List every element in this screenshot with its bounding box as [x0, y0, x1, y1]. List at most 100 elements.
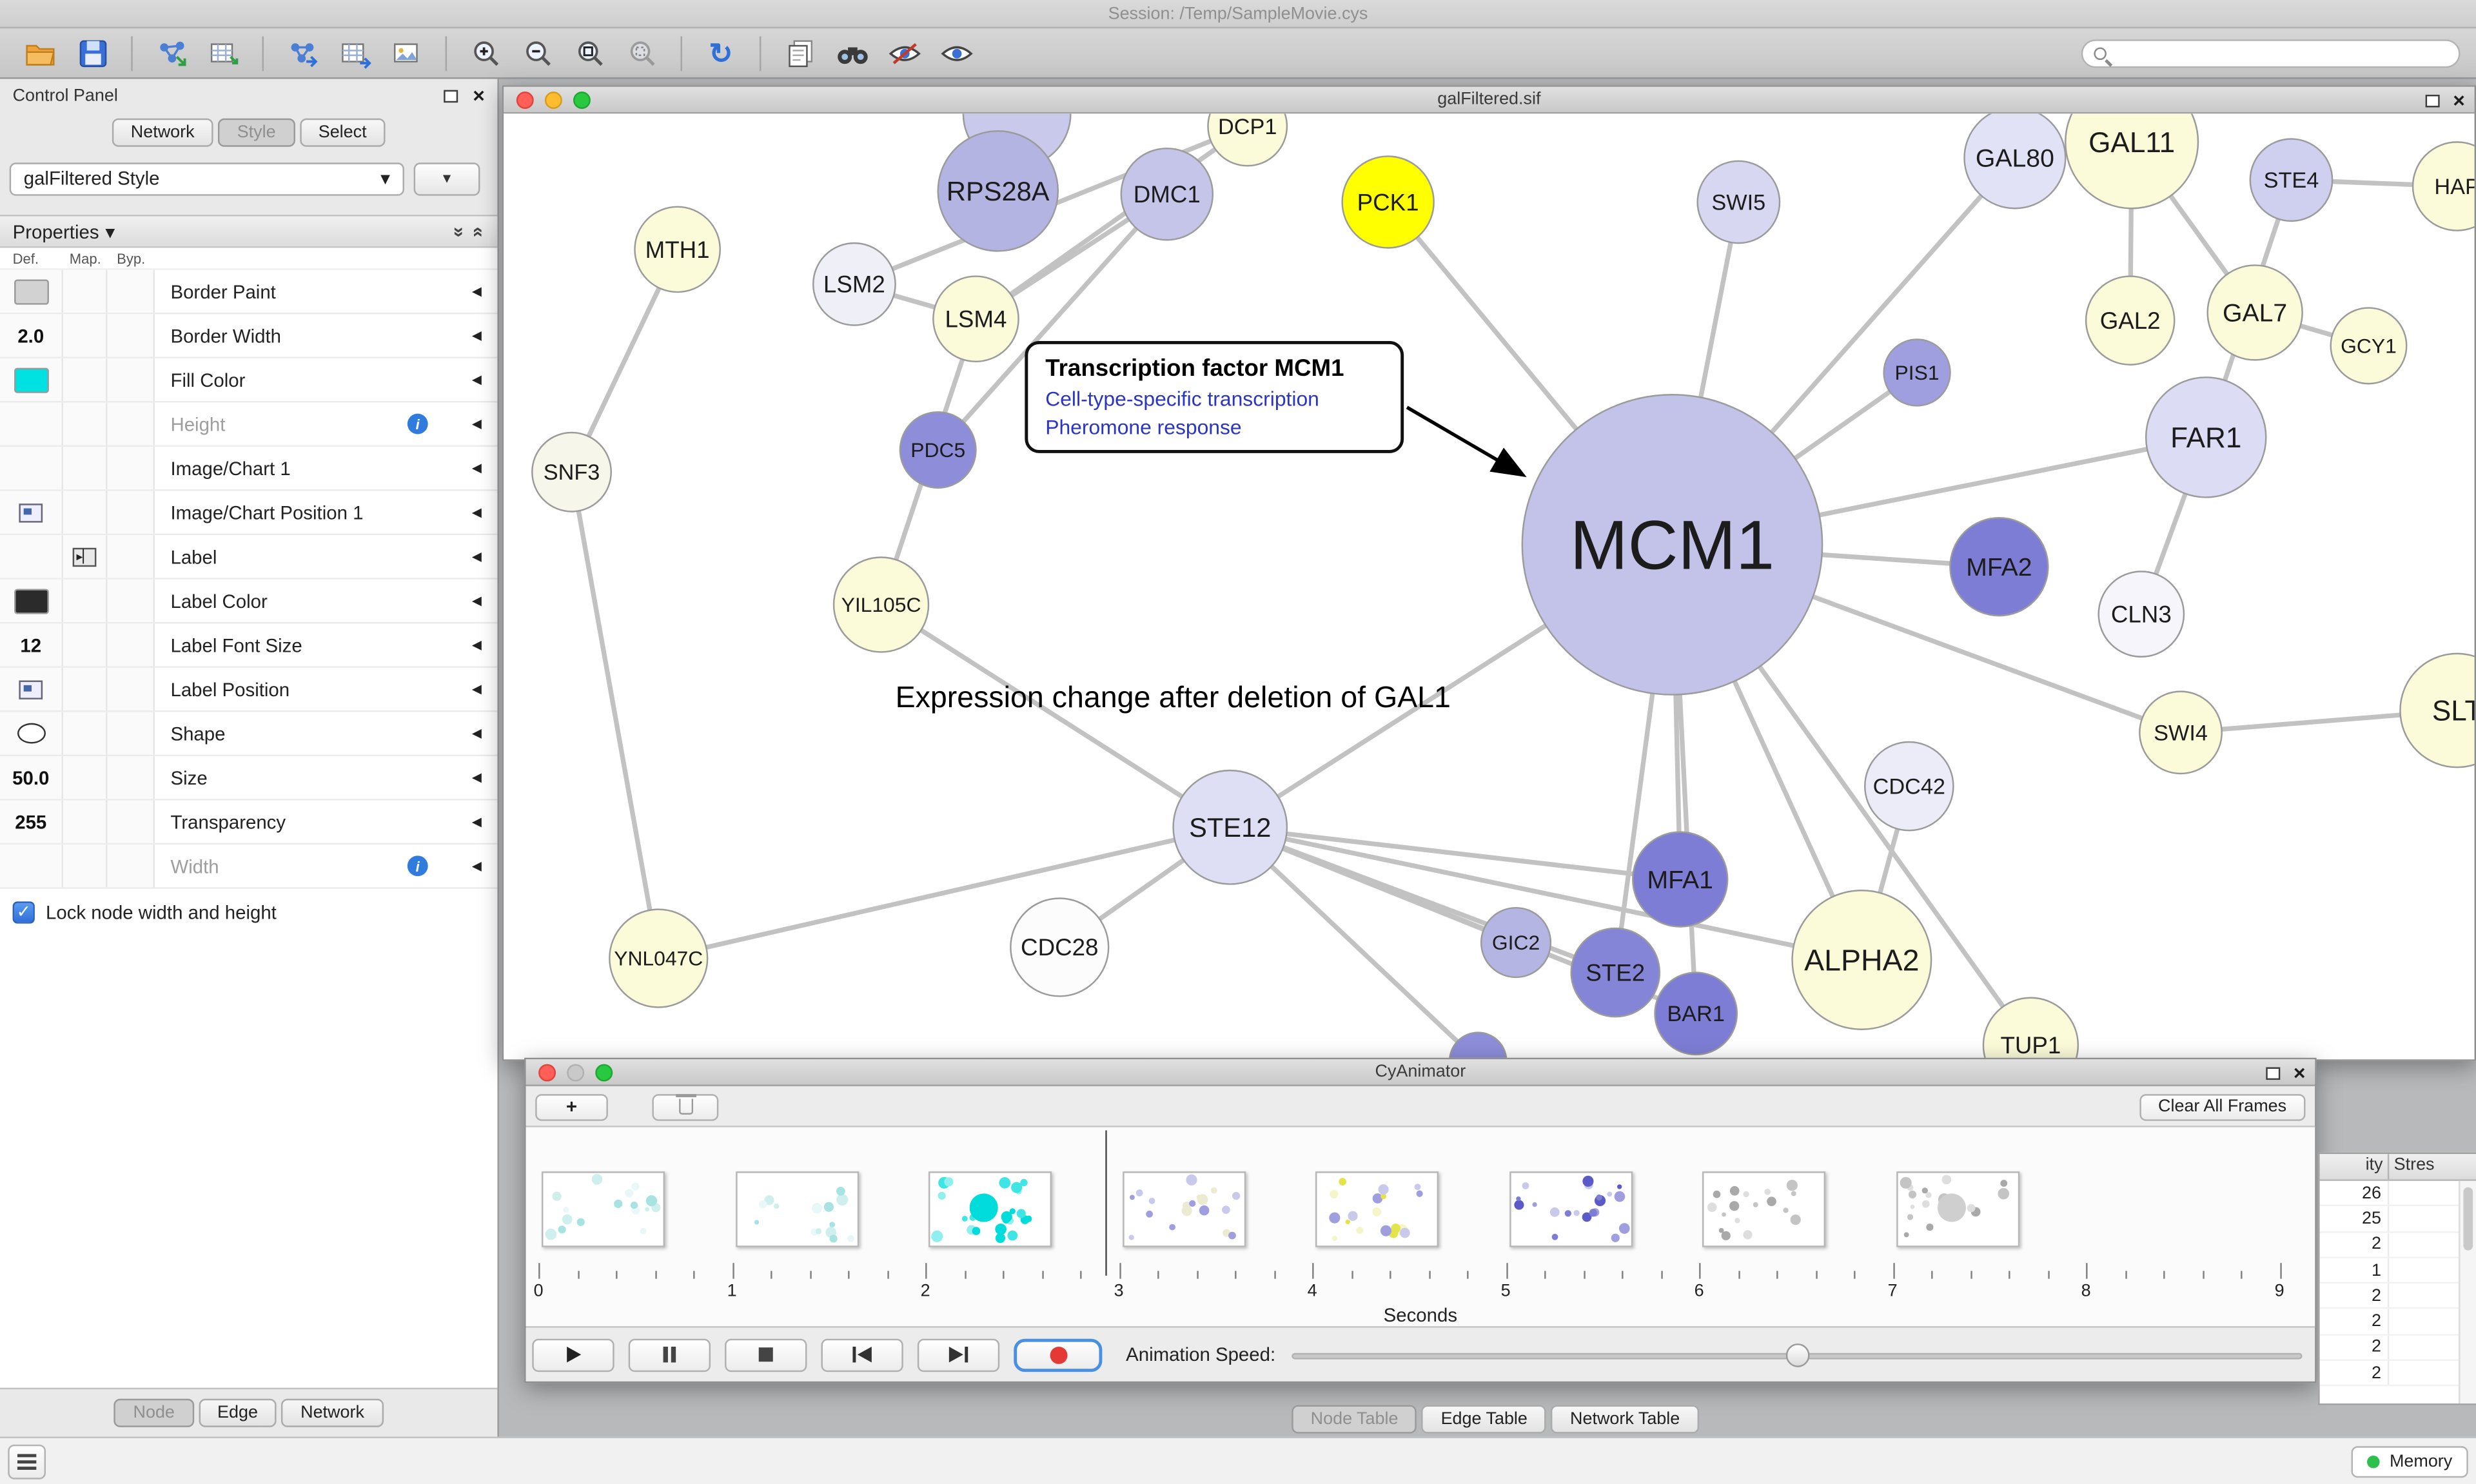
- export-image-button[interactable]: [382, 32, 431, 74]
- table-row[interactable]: 25: [2319, 1206, 2476, 1233]
- tab-node[interactable]: Node: [114, 1398, 194, 1427]
- table-row[interactable]: 2: [2319, 1309, 2476, 1336]
- frame-thumbnail-0[interactable]: [542, 1171, 665, 1247]
- network-node-partial[interactable]: [1449, 1031, 1508, 1060]
- zoom-window-icon[interactable]: [595, 1064, 613, 1082]
- network-node-DCP1[interactable]: DCP1: [1207, 113, 1288, 167]
- global-search-input[interactable]: [2114, 43, 2448, 63]
- network-node-MFA2[interactable]: MFA2: [1949, 517, 2049, 617]
- network-edge[interactable]: [658, 825, 1231, 961]
- network-node-ALPHA2[interactable]: ALPHA2: [1791, 890, 1932, 1030]
- network-canvas[interactable]: DCP1RPS28ADMC1PCK1SWI5GAL80GAL11STE4HAPM…: [504, 113, 2475, 1060]
- network-node-STE12[interactable]: STE12: [1172, 769, 1288, 885]
- expand-row-icon[interactable]: ◀: [471, 549, 482, 564]
- default-value[interactable]: 12: [20, 634, 42, 656]
- save-session-button[interactable]: [68, 32, 117, 74]
- network-node-MCM1[interactable]: MCM1: [1521, 394, 1823, 696]
- network-node-PIS1[interactable]: PIS1: [1883, 338, 1951, 407]
- annotation-box[interactable]: Transcription factor MCM1 Cell-type-spec…: [1025, 340, 1404, 453]
- panel-menu-button[interactable]: [8, 1444, 46, 1479]
- network-node-SNF3[interactable]: SNF3: [531, 431, 612, 513]
- close-window-icon[interactable]: [516, 92, 534, 109]
- expand-row-icon[interactable]: ◀: [471, 372, 482, 387]
- style-options-button[interactable]: ▾: [413, 162, 480, 196]
- mapping-icon[interactable]: [72, 547, 97, 566]
- expand-row-icon[interactable]: ◀: [471, 284, 482, 298]
- default-value-swatch[interactable]: [13, 588, 48, 614]
- expand-row-icon[interactable]: ◀: [471, 593, 482, 608]
- collapse-all-icon[interactable]: «: [445, 226, 467, 237]
- expand-all-icon[interactable]: «: [468, 226, 491, 237]
- property-row[interactable]: Label Color◀: [0, 579, 498, 624]
- tab-style[interactable]: Style: [218, 118, 295, 147]
- expand-row-icon[interactable]: ◀: [471, 859, 482, 874]
- network-node-TUP1[interactable]: TUP1: [1982, 997, 2079, 1060]
- position-icon[interactable]: [19, 503, 43, 522]
- network-edge[interactable]: [936, 192, 1169, 452]
- properties-header[interactable]: Properties ▾ « «: [0, 216, 498, 248]
- network-node-CLN3[interactable]: CLN3: [2098, 571, 2185, 658]
- default-value[interactable]: 50.0: [12, 766, 50, 789]
- network-node-GAL80[interactable]: GAL80: [1963, 113, 2067, 210]
- network-edge[interactable]: [569, 471, 661, 959]
- lock-size-checkbox[interactable]: ✓: [12, 901, 35, 924]
- network-node-YIL105C[interactable]: YIL105C: [832, 556, 930, 653]
- tab-select[interactable]: Select: [299, 118, 386, 147]
- position-icon[interactable]: [19, 679, 43, 699]
- network-node-HAP[interactable]: HAP: [2412, 141, 2475, 231]
- network-node-SWI5[interactable]: SWI5: [1696, 160, 1781, 244]
- network-node-STE2[interactable]: STE2: [1570, 927, 1661, 1018]
- minimize-window-icon[interactable]: [544, 92, 562, 109]
- tab-edge[interactable]: Edge: [198, 1398, 277, 1427]
- frame-thumbnail-4[interactable]: [1315, 1171, 1439, 1247]
- network-node-PDC5[interactable]: PDC5: [899, 411, 977, 489]
- network-node-GAL11[interactable]: GAL11: [2065, 113, 2199, 210]
- property-row[interactable]: Fill Color◀: [0, 358, 498, 403]
- network-node-LSM2[interactable]: LSM2: [812, 242, 896, 326]
- network-node-PCK1[interactable]: PCK1: [1341, 155, 1435, 249]
- table-row[interactable]: 2: [2319, 1361, 2476, 1387]
- tab-network[interactable]: Network: [112, 118, 213, 147]
- network-node-STE4[interactable]: STE4: [2249, 138, 2334, 222]
- network-node-GAL2[interactable]: GAL2: [2085, 275, 2176, 366]
- expand-row-icon[interactable]: ◀: [471, 461, 482, 476]
- default-value-swatch[interactable]: [13, 367, 48, 393]
- zoom-selected-button[interactable]: [618, 32, 667, 74]
- network-node-LSM4[interactable]: LSM4: [932, 275, 1019, 363]
- default-value[interactable]: 2.0: [17, 324, 44, 347]
- frame-thumbnail-7[interactable]: [1896, 1171, 2019, 1247]
- frame-thumbnail-1[interactable]: [735, 1171, 859, 1247]
- tab-edge-table[interactable]: Edge Table: [1422, 1405, 1547, 1434]
- table-scrollbar[interactable]: [2459, 1180, 2476, 1404]
- playhead[interactable]: [1105, 1130, 1107, 1276]
- network-node-SWI4[interactable]: SWI4: [2139, 690, 2223, 775]
- frame-thumbnail-3[interactable]: [1122, 1171, 1246, 1247]
- table-row[interactable]: 2: [2319, 1232, 2476, 1258]
- close-view-icon[interactable]: ×: [2453, 88, 2465, 112]
- default-value-swatch[interactable]: [13, 278, 48, 304]
- step-backward-button[interactable]: [821, 1338, 903, 1371]
- annotation-link[interactable]: Cell-type-specific transcription: [1045, 387, 1319, 411]
- import-network-button[interactable]: [147, 32, 196, 74]
- network-edge[interactable]: [1230, 825, 1863, 962]
- expand-row-icon[interactable]: ◀: [471, 814, 482, 829]
- tab-network-table[interactable]: Network Table: [1551, 1405, 1699, 1434]
- network-node-GAL7[interactable]: GAL7: [2206, 264, 2303, 361]
- copy-button[interactable]: [775, 32, 824, 74]
- zoom-fit-button[interactable]: [565, 32, 614, 74]
- close-panel-icon[interactable]: ×: [473, 83, 485, 108]
- expand-row-icon[interactable]: ◀: [471, 505, 482, 520]
- expand-row-icon[interactable]: ◀: [471, 726, 482, 741]
- minimize-window-icon[interactable]: [567, 1064, 585, 1082]
- open-session-button[interactable]: [15, 32, 64, 74]
- property-row[interactable]: Label◀: [0, 535, 498, 580]
- network-node-FAR1[interactable]: FAR1: [2145, 376, 2267, 498]
- pause-button[interactable]: [628, 1338, 711, 1371]
- step-forward-button[interactable]: [917, 1338, 1000, 1371]
- import-table-button[interactable]: [199, 32, 248, 74]
